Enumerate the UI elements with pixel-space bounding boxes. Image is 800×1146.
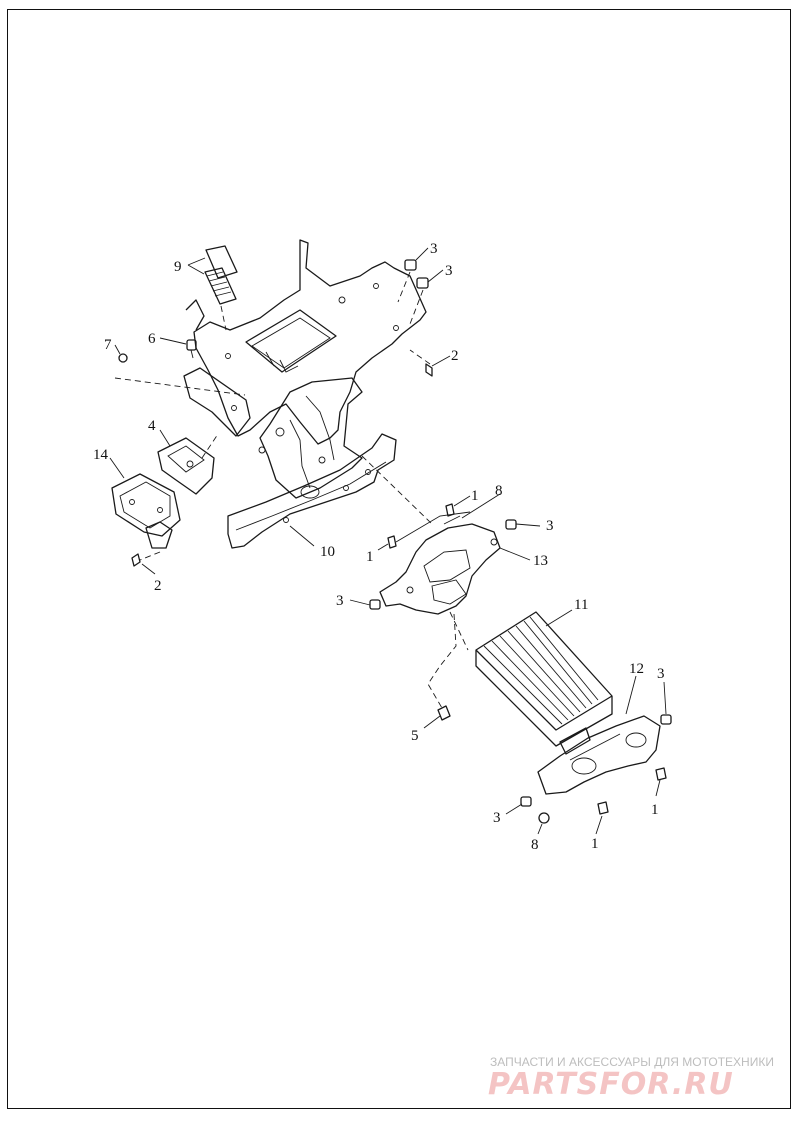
callout-1: 1 [651,802,659,818]
callout-4: 4 [148,418,156,434]
diagram-frame [7,9,791,1109]
part-1-screws-mid [387,503,455,549]
part-3-nut-top [397,259,429,325]
part-2-screw-bottom [131,553,141,567]
callout-3: 3 [657,666,665,682]
watermark: ЗАПЧАСТИ И АКСЕССУАРЫ ДЛЯ МОТОТЕХНИКИ PA… [488,1055,774,1102]
callout-6: 6 [148,331,156,347]
part-10-main-bracket [183,239,427,549]
part-6-bolt [186,339,197,359]
callout-5: 5 [411,728,419,744]
callout-3: 3 [336,593,344,609]
callout-3: 3 [430,241,438,257]
callout-3: 3 [493,810,501,826]
callout-1: 1 [366,549,374,565]
callout-2: 2 [154,578,162,594]
callout-13: 13 [533,553,548,569]
part-9-pad [204,245,238,331]
callout-7: 7 [104,337,112,353]
watermark-logo: PARTSFOR.RU [488,1067,734,1102]
leader-lines [109,247,667,835]
callout-8: 8 [531,837,539,853]
callout-labels: 9 3 3 7 6 2 4 14 10 2 1 8 3 1 13 3 11 12… [93,241,665,853]
callout-8: 8 [495,483,503,499]
callout-9: 9 [174,259,182,275]
part-8-mid [443,515,461,525]
callout-2: 2 [451,348,459,364]
part-7-nut [114,353,246,396]
part-5-pin [427,613,457,721]
callout-1: 1 [471,488,479,504]
callout-10: 10 [320,544,335,560]
part-11-amplifier [475,611,613,755]
part-3-nuts-bottom [520,714,672,807]
part-14-module [111,473,181,561]
part-12-lower-bracket [537,715,661,795]
callout-14: 14 [93,447,109,463]
part-8-washer-bottom [538,812,550,824]
callout-3: 3 [445,263,453,279]
callout-11: 11 [574,597,588,613]
part-4-plate [157,433,219,495]
part-3-nuts-mid [369,519,517,610]
callout-1: 1 [591,836,599,852]
part-13-bracket [361,455,501,651]
watermark-tagline: ЗАПЧАСТИ И АКСЕССУАРЫ ДЛЯ МОТОТЕХНИКИ [490,1055,774,1069]
part-1-screws-bottom [597,767,667,815]
part-2-screw-top [409,349,433,377]
callout-3: 3 [546,518,554,534]
callout-12: 12 [629,661,644,677]
